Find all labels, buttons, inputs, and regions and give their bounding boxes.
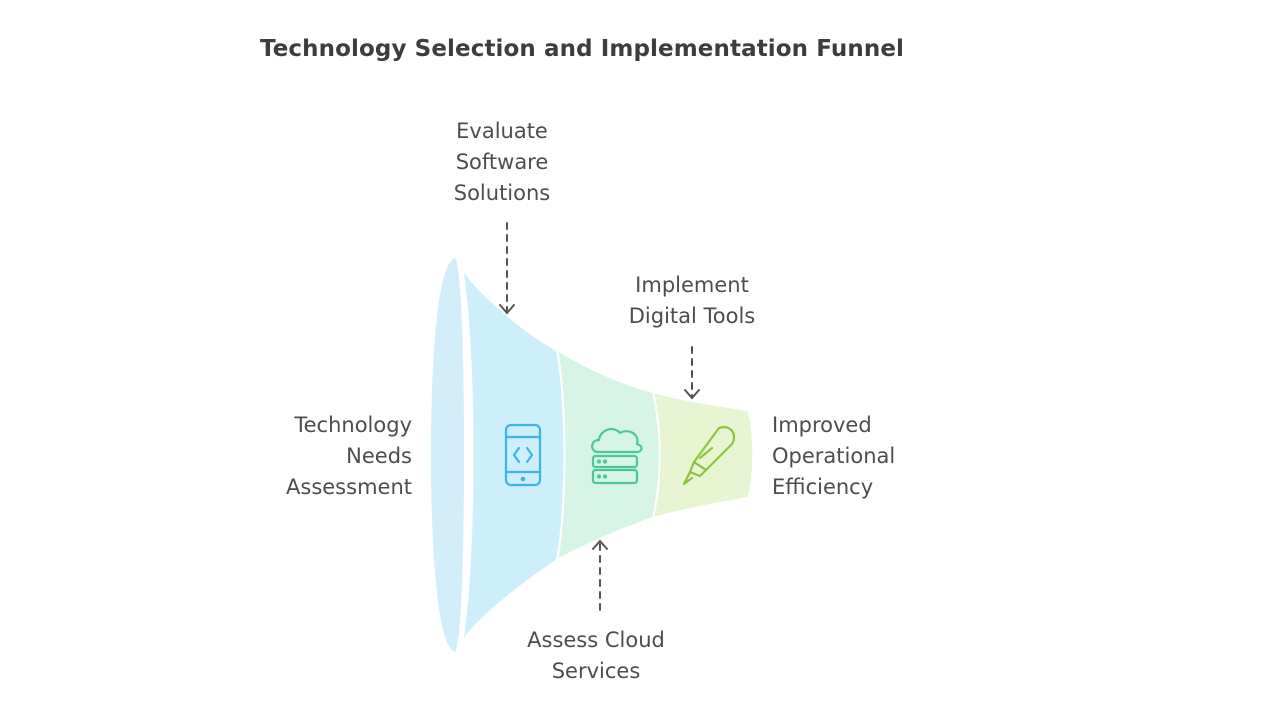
cloud-server-icon: [591, 427, 643, 485]
stage-label-evaluate: Evaluate Software Solutions: [453, 119, 551, 205]
arrow-implement: [684, 346, 700, 400]
input-label: Technology Needs Assessment: [286, 413, 412, 499]
diagram-title: Technology Selection and Implementation …: [260, 36, 905, 62]
mobile-code-icon: [504, 423, 542, 487]
funnel-mouth: [428, 255, 467, 655]
stage-label-implement: Implement Digital Tools: [628, 273, 756, 328]
arrow-assess: [592, 539, 608, 611]
output-label: Improved Operational Efficiency: [772, 413, 896, 499]
arrow-evaluate: [499, 222, 515, 315]
stage-label-assess: Assess Cloud Services: [527, 628, 665, 683]
pen-knife-icon: [682, 426, 736, 486]
